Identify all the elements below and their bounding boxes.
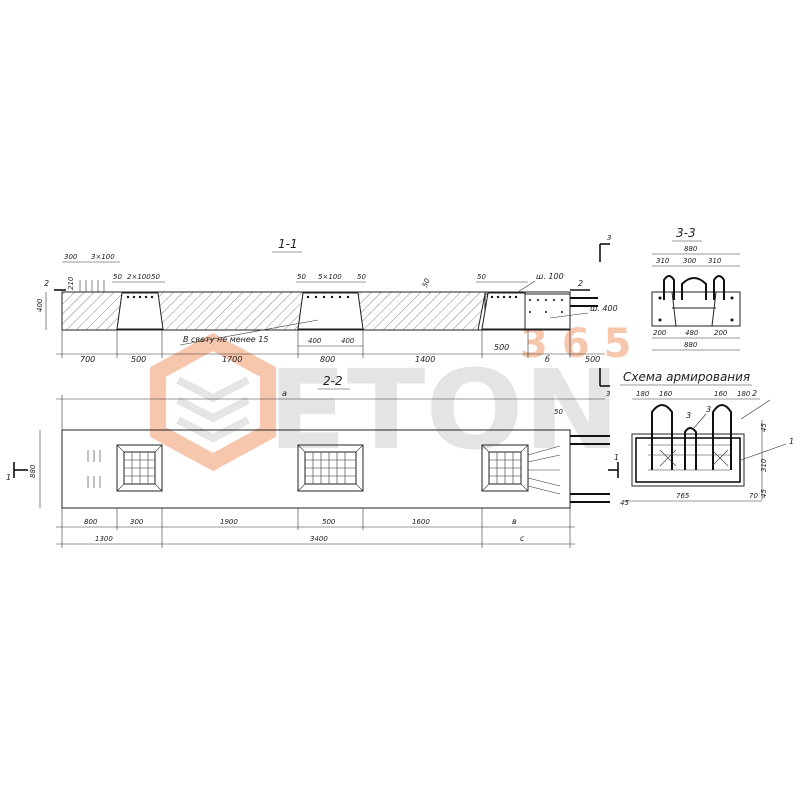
dim-label: 45 <box>760 489 768 498</box>
watermark-brand: ETON <box>268 346 620 474</box>
section-2-2-dims: 800 300 1900 500 1600 в 1300 3400 с <box>56 508 575 548</box>
dim-label: с <box>520 534 525 543</box>
plan-opening-3 <box>481 444 561 495</box>
dim-label: 800 <box>84 518 98 526</box>
opening-1 <box>116 292 164 330</box>
dim-label: 880 <box>684 245 698 253</box>
rebar-dots <box>126 295 563 313</box>
reinforcement-scheme: Схема армирования 180 160 160 180 2 3 3 … <box>620 370 794 507</box>
dim-label: 200 <box>653 329 667 337</box>
dim-label: 400 <box>308 337 322 345</box>
section-2-2-title: 2-2 <box>323 374 343 388</box>
section-1-1-top-dims: 300 3×100 50 2×100 50 50 5×100 50 50 50 … <box>62 253 564 293</box>
section-mark-3-bottom: 3 <box>599 368 610 398</box>
callout-label: 2 <box>752 389 757 398</box>
callout-label: 3 <box>706 405 711 414</box>
watermark-logo: ETON 365 <box>150 321 632 474</box>
dim-label: 1600 <box>412 518 430 526</box>
dim-label: 200 <box>714 329 728 337</box>
dim-label: 210 <box>67 276 75 290</box>
dim-label: 300 <box>683 257 697 265</box>
section-mark-2: 2 <box>44 279 49 288</box>
section-mark-2: 2 <box>578 279 583 288</box>
dim-label: 765 <box>676 492 690 500</box>
section-3-3: 3-3 880 310 300 310 200 480 200 880 <box>651 226 741 351</box>
dim-label: 400 <box>36 298 44 312</box>
dim-label-w100: ш. 100 <box>536 272 564 281</box>
dim-label: 50 <box>477 273 486 281</box>
dim-label: 160 <box>659 390 673 398</box>
dim-label: 50 <box>113 273 122 281</box>
dim-label: б <box>545 355 550 364</box>
opening-2 <box>297 292 364 330</box>
watermark-hexagon-icon <box>150 332 276 472</box>
plan-opening-1 <box>116 444 163 492</box>
dim-label: 2×100 <box>127 273 151 281</box>
dim-label: 500 <box>322 518 336 526</box>
dim-label: 1300 <box>95 535 113 543</box>
section-mark-label: 3 <box>607 234 611 242</box>
section-2-2: 2-2 а 50 880 <box>6 374 619 548</box>
dim-label-a: а <box>282 389 287 398</box>
dim-label: 400 <box>341 337 355 345</box>
dim-label: 3400 <box>310 535 328 543</box>
dim-label: 70 <box>749 492 758 500</box>
dim-label: 700 <box>80 355 95 364</box>
dim-label: 800 <box>320 355 335 364</box>
callout-label: 3 <box>686 411 691 420</box>
dim-label: 45 <box>760 423 768 432</box>
dim-label: 880 <box>684 341 698 349</box>
section-3-3-title: 3-3 <box>676 226 696 240</box>
scheme-outline <box>631 433 745 487</box>
dim-label: 180 <box>636 390 650 398</box>
dim-label: 45 <box>620 499 629 507</box>
dim-label: 1700 <box>222 355 242 364</box>
dim-label: 310 <box>656 257 670 265</box>
callout-w400: ш. 400 <box>590 304 618 313</box>
dim-label: 500 <box>494 343 509 352</box>
dim-label: 310 <box>760 458 768 472</box>
dim-label: 3×100 <box>91 253 115 261</box>
dim-label: 50 <box>357 273 366 281</box>
section-1-1-bottom-dims: 700 500 1700 800 1400 500 500 б 400 400 <box>56 330 605 364</box>
dim-label: 1400 <box>415 355 435 364</box>
dim-label: 500 <box>131 355 146 364</box>
dim-label: 160 <box>714 390 728 398</box>
section-3-3-outline <box>651 291 741 327</box>
section-mark-1: 1 <box>614 453 619 462</box>
dim-label: 480 <box>685 329 699 337</box>
section-mark-label: 3 <box>606 390 610 398</box>
dim-label: 5×100 <box>318 273 342 281</box>
dim-label: 50 <box>151 273 160 281</box>
dim-label: 500 <box>585 355 600 364</box>
section-1-1-title: 1-1 <box>278 237 298 251</box>
scheme-title: Схема армирования <box>623 370 750 384</box>
callout-label: 1 <box>789 437 794 446</box>
slab-plan-outline <box>61 429 571 509</box>
dim-label: 50 <box>421 277 432 289</box>
dim-label: 300 <box>130 518 144 526</box>
dim-label: 1900 <box>220 518 238 526</box>
dim-label: 50 <box>554 408 563 416</box>
section-mark-1: 1 <box>6 473 11 482</box>
dim-label: в <box>512 517 517 526</box>
dim-label: 310 <box>708 257 722 265</box>
dim-label: 180 <box>737 390 751 398</box>
dim-label: 50 <box>297 273 306 281</box>
dim-label: 300 <box>64 253 78 261</box>
end-bars <box>570 435 610 503</box>
section-mark-3-top: 3 <box>599 234 611 262</box>
callout-clear-span: В свету не менее 15 <box>183 335 268 344</box>
opening-3 <box>481 292 529 330</box>
section-1-1: 1-1 300 3×100 50 2 <box>36 237 618 364</box>
plan-opening-2 <box>297 444 364 492</box>
dim-label: 880 <box>29 464 37 478</box>
